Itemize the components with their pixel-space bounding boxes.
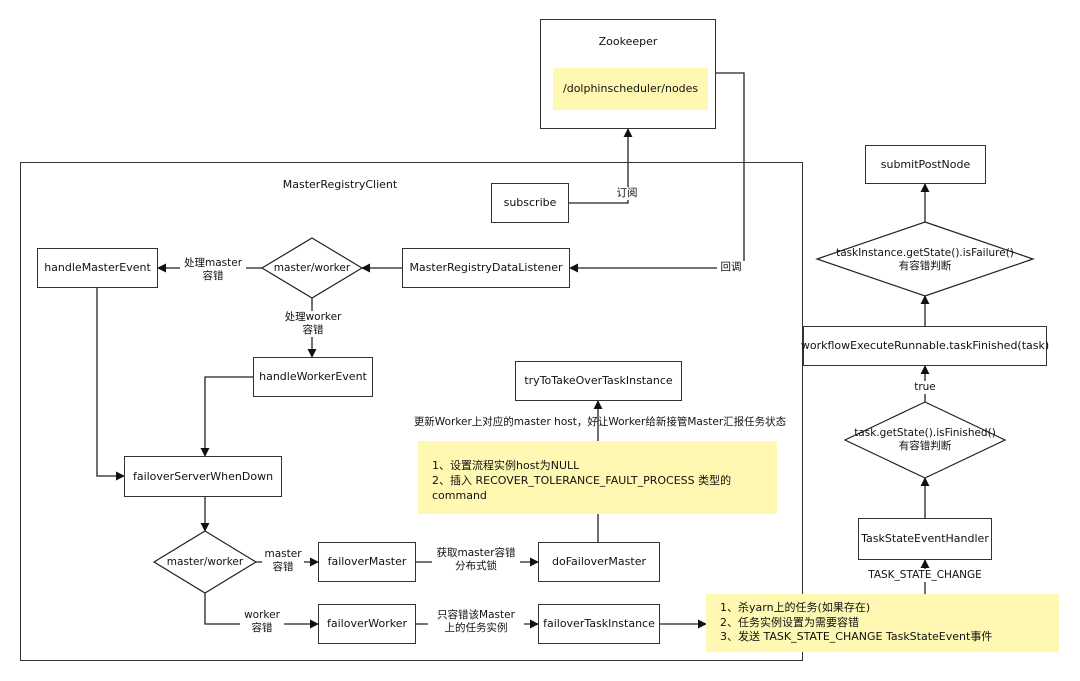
master-branch-label: master 容错 <box>262 548 304 574</box>
finished-check-line-2: 有容错判断 <box>898 440 952 452</box>
failure-check-line-2: 有容错判断 <box>898 260 952 272</box>
worker-event-to-failover-arrow <box>200 376 253 457</box>
finished-check-text: task.getState().isFinished() 有容错判断 <box>850 427 1000 453</box>
do-failover-master-box: doFailoverMaster <box>538 542 660 582</box>
failure-check-line-1: taskInstance.getState().isFailure() <box>836 247 1014 259</box>
zookeeper-frame <box>540 19 716 129</box>
handle-master-event-box: handleMasterEvent <box>37 248 158 288</box>
finished-check-diamond <box>843 401 1007 479</box>
failure-check-diamond <box>815 221 1035 297</box>
subscribe-box: subscribe <box>491 183 569 223</box>
submit-post-node-box: submitPostNode <box>865 145 986 184</box>
failover-task-instance-box: failoverTaskInstance <box>538 604 660 644</box>
task-note-line-3: 3、发送 TASK_STATE_CHANGE TaskStateEvent事件 <box>720 630 993 643</box>
master-registry-data-listener-box: MasterRegistryDataListener <box>402 248 570 288</box>
master-failover-label-line-1: 处理master <box>183 257 243 269</box>
zookeeper-title: Zookeeper <box>598 35 658 48</box>
master-failover-label-line-2: 容错 <box>202 270 224 282</box>
lock-label-line-2: 分布式锁 <box>455 560 497 572</box>
failover-server-when-down-box: failoverServerWhenDown <box>124 456 282 497</box>
decision-bottom-text: master/worker <box>166 556 244 568</box>
master-branch-label-line-2: 容错 <box>272 561 294 573</box>
lock-label-line-1: 获取master容错 <box>436 547 516 559</box>
master-branch-label-line-1: master <box>264 548 302 560</box>
update-worker-label: 更新Worker上对应的master host，好让Worker给新接管Mast… <box>413 416 787 428</box>
only-master-label-line-2: 上的任务实例 <box>444 622 508 634</box>
task-state-change-label: TASK_STATE_CHANGE <box>862 569 988 582</box>
task-failover-note: 1、杀yarn上的任务(如果存在) 2、任务实例设置为需要容错 3、发送 TAS… <box>706 594 1059 652</box>
decision-top-text: master/worker <box>273 262 351 274</box>
master-registry-client-frame <box>20 162 803 661</box>
zookeeper-path-note: /dolphinscheduler/nodes <box>553 68 708 110</box>
failover-worker-box: failoverWorker <box>318 604 416 644</box>
handle-worker-event-box: handleWorkerEvent <box>253 357 373 397</box>
try-to-take-over-task-instance-box: tryToTakeOverTaskInstance <box>515 361 682 401</box>
only-master-label-line-1: 只容错该Master <box>437 609 515 621</box>
worker-branch-label-line-1: worker <box>244 609 280 621</box>
worker-failover-label-line-1: 处理worker <box>284 311 342 323</box>
callback-arrow <box>569 72 745 273</box>
worker-failover-label-line-2: 容错 <box>302 324 324 336</box>
worker-branch-label: worker 容错 <box>240 609 284 635</box>
process-failover-note: 1、设置流程实例host为NULL 2、插入 RECOVER_TOLERANCE… <box>418 441 777 514</box>
task-finished-box: workflowExecuteRunnable.taskFinished(tas… <box>801 326 1049 366</box>
process-note-line-2: 2、插入 RECOVER_TOLERANCE_FAULT_PROCESS 类型的… <box>432 474 732 502</box>
task-state-event-handler-box: TaskStateEventHandler <box>858 518 992 560</box>
decision-bottom-diamond <box>152 530 258 594</box>
worker-branch-label-line-2: 容错 <box>251 622 273 634</box>
master-registry-client-title: MasterRegistryClient <box>282 178 398 191</box>
task-note-line-1: 1、杀yarn上的任务(如果存在) <box>720 601 871 614</box>
lock-label: 获取master容错 分布式锁 <box>432 547 520 573</box>
true-label: true <box>908 381 942 394</box>
decision-top-diamond <box>260 237 364 299</box>
worker-failover-label: 处理worker 容错 <box>280 311 346 337</box>
process-note-line-1: 1、设置流程实例host为NULL <box>432 459 580 472</box>
finished-check-line-1: task.getState().isFinished() <box>854 427 996 439</box>
subscribe-arrow <box>569 128 633 204</box>
only-master-label: 只容错该Master 上的任务实例 <box>428 609 524 635</box>
subscribe-label: 订阅 <box>612 187 642 200</box>
task-note-line-2: 2、任务实例设置为需要容错 <box>720 615 859 629</box>
callback-label: 回调 <box>717 261 745 274</box>
master-event-to-failover-arrow <box>96 288 125 481</box>
failover-master-box: failoverMaster <box>318 542 416 582</box>
failure-check-text: taskInstance.getState().isFailure() 有容错判… <box>835 247 1015 273</box>
master-failover-label: 处理master 容错 <box>180 257 246 283</box>
